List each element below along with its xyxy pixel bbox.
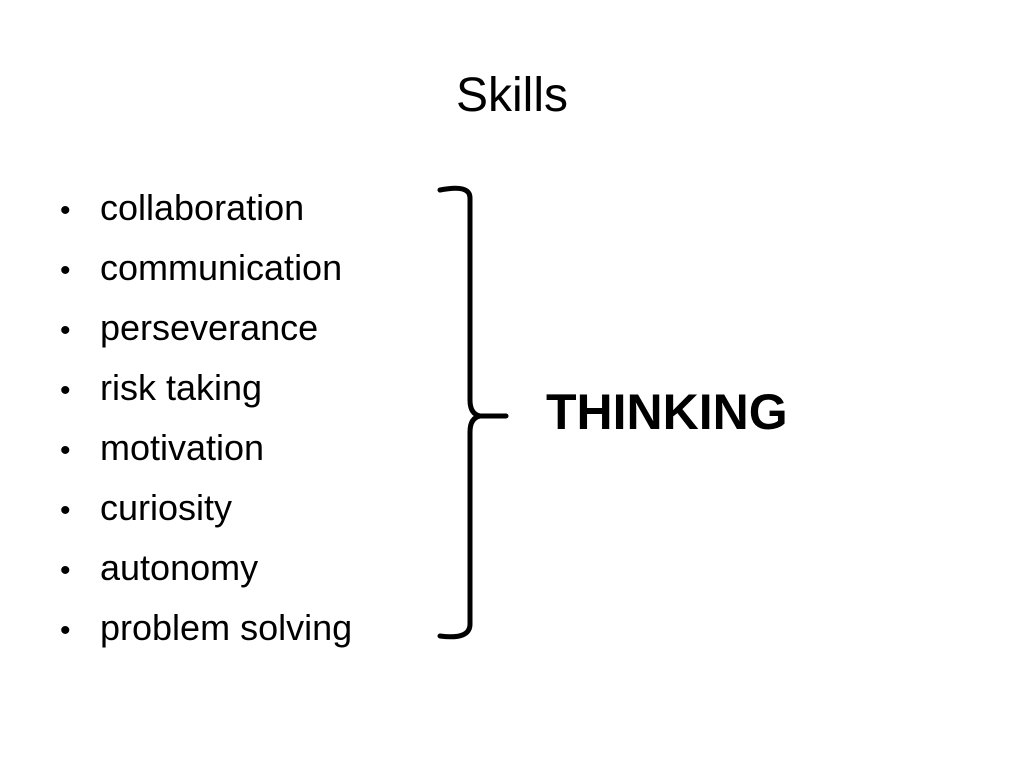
skills-list: • collaboration • communication • persevera… xyxy=(60,178,352,658)
list-item-text: communication xyxy=(100,247,343,288)
list-item-text: perseverance xyxy=(100,307,319,348)
right-brace-icon xyxy=(437,185,509,640)
slide-title: Skills xyxy=(455,69,568,122)
bullet-icon: • xyxy=(60,314,71,347)
list-item-text: autonomy xyxy=(100,547,259,588)
bullet-icon: • xyxy=(60,614,71,647)
list-item-text: collaboration xyxy=(100,187,305,228)
list-item: • curiosity xyxy=(60,478,352,538)
grouped-label: THINKING xyxy=(546,384,788,440)
list-item: • perseverance xyxy=(60,298,352,358)
list-item: • collaboration xyxy=(60,178,352,238)
list-item-text: problem solving xyxy=(100,607,353,648)
list-item-text: motivation xyxy=(100,427,265,468)
bullet-icon: • xyxy=(60,434,71,467)
list-item: • autonomy xyxy=(60,538,352,598)
list-item: • risk taking xyxy=(60,358,352,418)
list-item: • communication xyxy=(60,238,352,298)
list-item: • problem solving xyxy=(60,598,352,658)
list-item: • motivation xyxy=(60,418,352,478)
list-item-text: risk taking xyxy=(100,367,263,408)
bullet-icon: • xyxy=(60,194,71,227)
bullet-icon: • xyxy=(60,374,71,407)
bullet-icon: • xyxy=(60,554,71,587)
bullet-icon: • xyxy=(60,494,71,527)
bullet-icon: • xyxy=(60,254,71,287)
list-item-text: curiosity xyxy=(100,487,233,528)
